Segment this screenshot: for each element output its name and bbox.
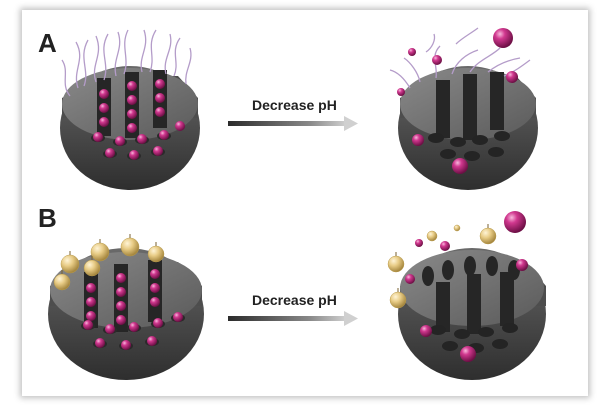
arrow-label-b: Decrease pH [252,292,337,308]
arrow-a [228,116,358,131]
panel-label-b: B [38,203,57,233]
arrow-label-a: Decrease pH [252,97,337,113]
panel-label-a: A [38,28,57,58]
support-a-released [398,66,538,190]
arrow-b [228,311,358,326]
